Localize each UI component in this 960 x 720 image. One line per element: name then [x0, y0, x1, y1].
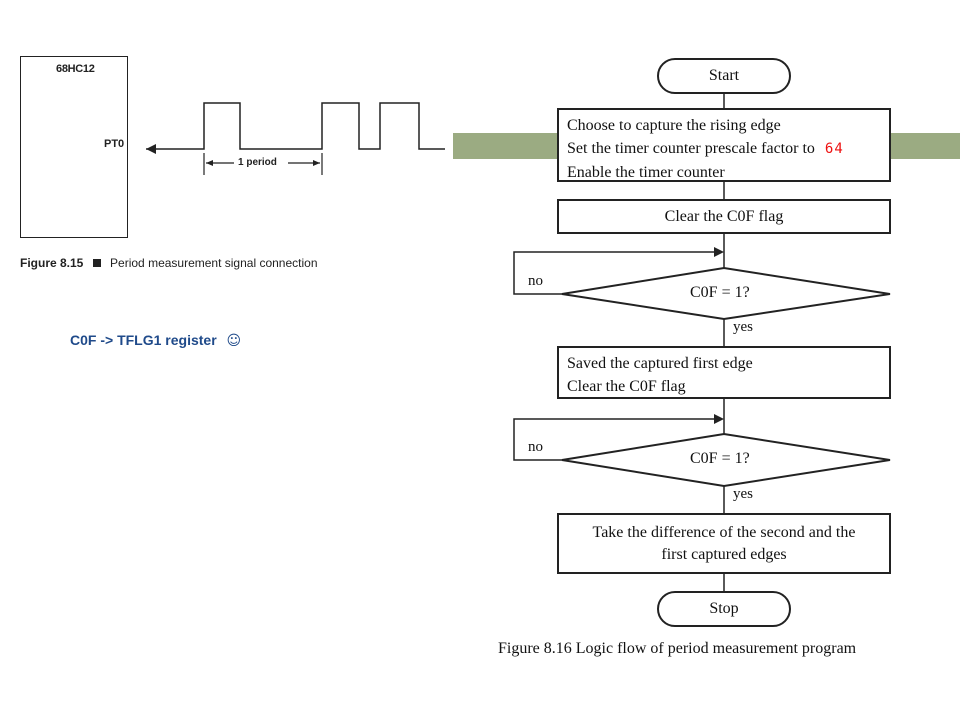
clear-flag-box: Clear the C0F flag: [557, 199, 891, 234]
register-note-text: C0F -> TFLG1 register: [70, 332, 217, 348]
decision1-text: C0F = 1?: [690, 284, 750, 301]
caption-bullet-icon: [92, 259, 101, 267]
setup-line-1: Choose to capture the rising edge: [567, 117, 781, 134]
signal-arrow-head: [146, 144, 156, 154]
difference-line-2: first captured edges: [661, 545, 787, 563]
decision1-yes-label: yes: [733, 319, 753, 335]
signal-diagram: [146, 102, 445, 175]
figure-8-15-text: Period measurement signal connection: [110, 256, 318, 270]
register-note: C0F -> TFLG1 register ☺: [70, 332, 241, 349]
setup-line-2-wrap: Set the timer counter prescale factor to…: [567, 137, 889, 161]
decision2-no-loop: [513, 418, 720, 461]
decision2-diamond: [561, 432, 891, 488]
decor-band-right: [891, 133, 960, 159]
chip-box: [20, 56, 128, 238]
period-label: 1 period: [238, 157, 277, 168]
decision1-no-label: no: [528, 273, 543, 289]
period-dim-arrow-left: [206, 160, 213, 166]
figure-8-15-caption: Figure 8.15 Period measurement signal co…: [20, 256, 318, 270]
decision2-yes-label: yes: [733, 486, 753, 502]
setup-line-3: Enable the timer counter: [567, 164, 725, 181]
period-dim-arrow-right: [313, 160, 320, 166]
chip-label: 68HC12: [56, 63, 95, 75]
decision1-diamond: [561, 266, 891, 321]
decision2-text: C0F = 1?: [690, 450, 750, 467]
decor-band-left: [453, 133, 557, 159]
difference-line-1: Take the difference of the second and th…: [592, 523, 856, 541]
start-terminal: Start: [657, 58, 791, 94]
difference-box: Take the difference of the second and th…: [557, 513, 891, 574]
setup-line-2: Set the timer counter prescale factor to: [567, 140, 815, 157]
decision2-no-label: no: [528, 439, 543, 455]
smiley-icon: ☺: [226, 333, 242, 349]
save-line-1: Saved the captured first edge: [567, 355, 753, 372]
decision1-no-loop: [513, 251, 720, 295]
save-edge-box: Saved the captured first edge Clear the …: [557, 346, 891, 399]
decision1-loop-arrow: [714, 247, 724, 257]
figure-8-16-caption: Figure 8.16 Logic flow of period measure…: [498, 640, 857, 657]
pin-label: PT0: [104, 138, 125, 150]
figure-8-15-number: Figure 8.15: [20, 256, 84, 270]
decision2-loop-arrow: [714, 414, 724, 424]
setup-process-box: Choose to capture the rising edge Set th…: [557, 108, 891, 182]
prescale-value: 64: [824, 141, 844, 157]
stop-terminal: Stop: [657, 591, 791, 627]
square-wave: [146, 102, 445, 150]
save-line-2: Clear the C0F flag: [567, 378, 686, 395]
